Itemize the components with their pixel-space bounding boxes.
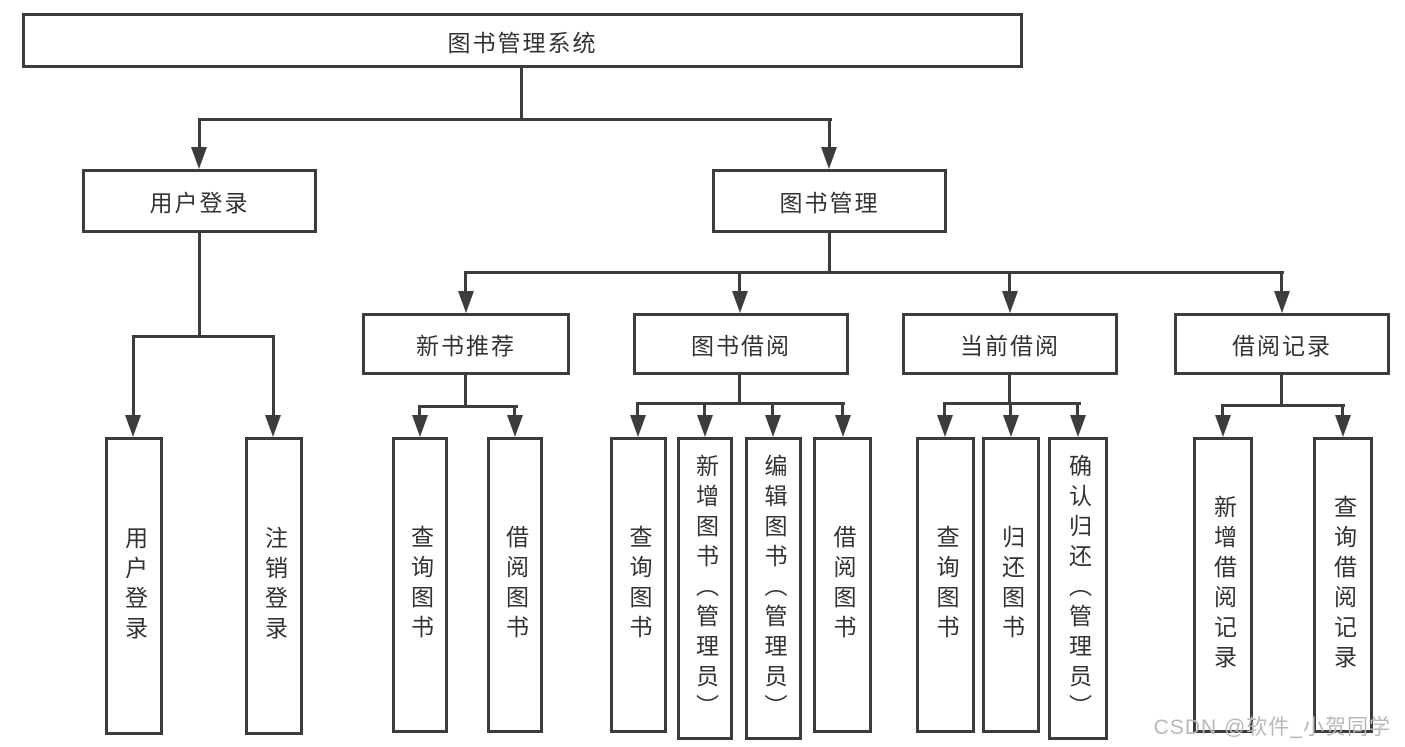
connector-root-hline bbox=[198, 118, 832, 121]
node-label: 借阅图书 bbox=[502, 525, 529, 645]
connector-bb-leaf4-stem bbox=[841, 402, 844, 417]
node-label: 编辑图书（管理员） bbox=[761, 453, 787, 724]
node-user-login-leaf: 用户登录 bbox=[105, 437, 163, 735]
node-label: 用户登录 bbox=[149, 190, 250, 216]
node-br-query-record: 查询借阅记录 bbox=[1313, 437, 1373, 733]
node-label: 图书管理系统 bbox=[447, 29, 598, 56]
node-book-management-branch: 图书管理 bbox=[712, 169, 947, 233]
connector-cb-leaf1-stem bbox=[943, 402, 946, 417]
arrow-down-icon bbox=[265, 415, 281, 437]
arrow-down-icon bbox=[765, 415, 781, 437]
connector-userlogin-down bbox=[198, 233, 201, 338]
arrow-down-icon bbox=[412, 415, 428, 437]
node-book-borrowing: 图书借阅 bbox=[633, 313, 849, 375]
node-label: 查询借阅记录 bbox=[1330, 495, 1357, 675]
connector-bb-leaf1-stem bbox=[636, 402, 639, 417]
connector-cb-down bbox=[1008, 375, 1011, 405]
connector-cb-leaf2-stem bbox=[1009, 402, 1012, 417]
node-nbr-query-books: 查询图书 bbox=[392, 437, 448, 733]
node-label: 归还图书 bbox=[998, 525, 1025, 645]
node-cb-query-books: 查询图书 bbox=[916, 437, 975, 733]
node-label: 查询图书 bbox=[407, 525, 434, 645]
node-label: 当前借阅 bbox=[960, 333, 1060, 359]
node-cb-confirm-return-admin: 确认归还（管理员） bbox=[1048, 437, 1108, 740]
node-label: 新增图书（管理员） bbox=[692, 453, 719, 724]
connector-bb-hline bbox=[636, 402, 845, 405]
connector-cb-hline bbox=[943, 402, 1081, 405]
node-new-book-recommend: 新书推荐 bbox=[362, 313, 570, 375]
node-label: 查询图书 bbox=[933, 525, 959, 645]
node-label: 查询图书 bbox=[626, 525, 652, 645]
node-label: 图书借阅 bbox=[691, 333, 791, 359]
node-br-add-record: 新增借阅记录 bbox=[1193, 437, 1253, 733]
connector-root-stem bbox=[520, 68, 523, 121]
connector-records-stem bbox=[1280, 271, 1283, 293]
connector-nbr-down bbox=[464, 375, 467, 408]
connector-bb-leaf3-stem bbox=[771, 402, 774, 417]
arrow-down-icon bbox=[507, 415, 523, 437]
connector-bb-down bbox=[738, 375, 741, 405]
connector-current-stem bbox=[1008, 271, 1011, 293]
arrow-down-icon bbox=[835, 415, 851, 437]
node-current-borrowing: 当前借阅 bbox=[902, 313, 1118, 375]
connector-nbr-hline bbox=[418, 405, 518, 408]
node-cb-return-books: 归还图书 bbox=[982, 437, 1040, 733]
connector-login-leaf-stem bbox=[132, 335, 135, 417]
arrow-down-icon bbox=[1070, 415, 1086, 437]
node-label: 图书管理 bbox=[779, 190, 880, 216]
node-label: 新书推荐 bbox=[416, 333, 516, 359]
node-user-login-branch: 用户登录 bbox=[82, 169, 317, 233]
node-bb-add-books-admin: 新增图书（管理员） bbox=[677, 437, 733, 740]
connector-cb-leaf3-stem bbox=[1076, 402, 1079, 417]
connector-borrowing-stem bbox=[738, 271, 741, 293]
node-bb-query-books: 查询图书 bbox=[610, 437, 667, 733]
node-logout-leaf: 注销登录 bbox=[245, 437, 303, 735]
arrow-down-icon bbox=[630, 415, 646, 437]
connector-userlogin-stem bbox=[198, 118, 201, 149]
node-bb-borrow-books: 借阅图书 bbox=[813, 437, 872, 733]
node-bb-edit-books-admin: 编辑图书（管理员） bbox=[745, 437, 802, 740]
arrow-down-icon bbox=[732, 291, 748, 313]
node-nbr-borrow-books: 借阅图书 bbox=[487, 437, 543, 733]
connector-bookmgmt-down bbox=[828, 233, 831, 274]
connector-br-leaf2-stem bbox=[1341, 404, 1344, 417]
connector-level3-hline bbox=[464, 271, 1284, 274]
node-label: 确认归还（管理员） bbox=[1065, 453, 1092, 724]
node-label: 借阅记录 bbox=[1232, 333, 1332, 359]
node-library-system: 图书管理系统 bbox=[22, 13, 1023, 68]
connector-nbr-leaf1-stem bbox=[418, 405, 421, 417]
node-label: 新增借阅记录 bbox=[1210, 495, 1237, 675]
arrow-down-icon bbox=[1335, 415, 1351, 437]
node-borrowing-records: 借阅记录 bbox=[1174, 313, 1390, 375]
csdn-watermark: CSDN @软件_小贺同学 bbox=[1153, 716, 1391, 739]
arrow-down-icon bbox=[937, 415, 953, 437]
arrow-down-icon bbox=[697, 415, 713, 437]
arrow-down-icon bbox=[1003, 415, 1019, 437]
connector-bb-leaf2-stem bbox=[703, 402, 706, 417]
connector-bookmgmt-stem bbox=[828, 118, 831, 149]
arrow-down-icon bbox=[125, 415, 141, 437]
connector-logout-leaf-stem bbox=[272, 335, 275, 417]
arrow-down-icon bbox=[821, 147, 837, 169]
node-label: 用户登录 bbox=[121, 526, 148, 646]
connector-br-down bbox=[1280, 375, 1283, 407]
connector-br-hline bbox=[1221, 404, 1345, 407]
arrow-down-icon bbox=[191, 147, 207, 169]
arrow-down-icon bbox=[458, 291, 474, 313]
arrow-down-icon bbox=[1215, 415, 1231, 437]
node-label: 注销登录 bbox=[261, 526, 288, 646]
connector-br-leaf1-stem bbox=[1221, 404, 1224, 417]
node-label: 借阅图书 bbox=[830, 525, 856, 645]
connector-newbook-stem bbox=[464, 271, 467, 293]
connector-nbr-leaf2-stem bbox=[513, 405, 516, 417]
connector-userlogin-hline bbox=[132, 335, 275, 338]
arrow-down-icon bbox=[1002, 291, 1018, 313]
arrow-down-icon bbox=[1274, 291, 1290, 313]
